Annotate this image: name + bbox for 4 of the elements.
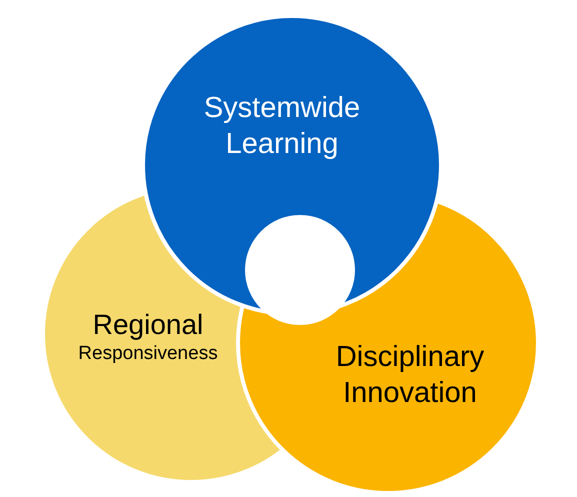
segment-label: Disciplinary Innovation xyxy=(334,340,486,411)
segment-label: Responsiveness xyxy=(78,342,218,366)
segment-label: Regional xyxy=(92,308,204,342)
segment-label: Systemwide Learning xyxy=(202,90,362,162)
